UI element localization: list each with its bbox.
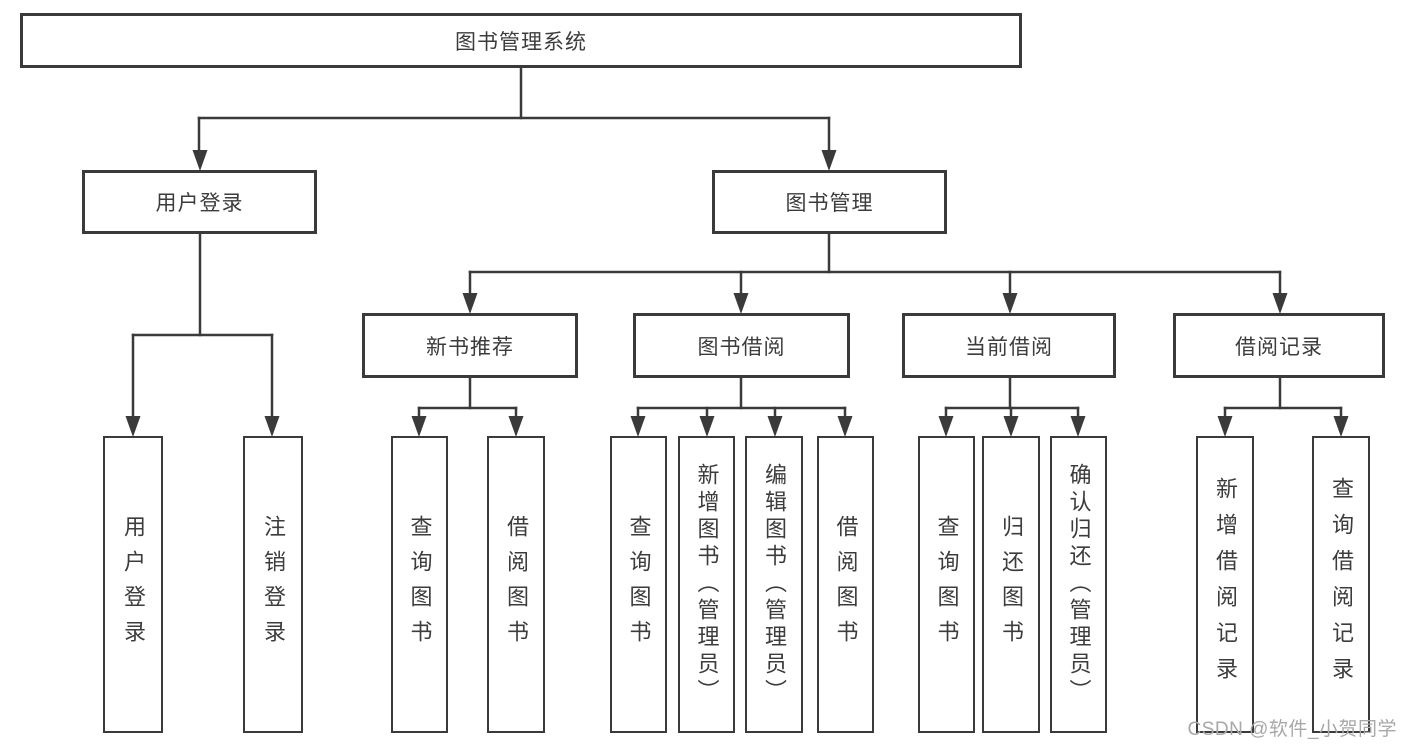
leaf-borrow-borrow-book-label: 借阅图书 [833,514,859,655]
leaf-user-login: 用户登录 [103,436,163,733]
leaf-current-confirm-return-admin: 确认归还（管理员） [1050,436,1107,733]
node-root: 图书管理系统 [20,13,1022,68]
leaf-recommend-borrow-book-label: 借阅图书 [504,514,529,655]
leaf-current-return-book: 归还图书 [982,436,1040,733]
leaf-borrow-edit-book-admin: 编辑图书（管理员） [745,436,803,733]
leaf-borrow-edit-book-admin-label: 编辑图书（管理员） [762,463,787,706]
leaf-recommend-query-book-label: 查询图书 [407,514,433,655]
leaf-borrow-add-book-admin-label: 新增图书（管理员） [694,463,720,706]
leaf-borrow-add-book-admin: 新增图书（管理员） [678,436,735,733]
leaf-records-query-record: 查询借阅记录 [1312,436,1370,733]
node-borrow-records: 借阅记录 [1173,313,1385,378]
leaf-records-add-record: 新增借阅记录 [1196,436,1254,733]
leaf-recommend-borrow-book: 借阅图书 [487,436,545,733]
leaf-borrow-query-book-label: 查询图书 [626,514,652,655]
node-root-label: 图书管理系统 [455,30,587,54]
leaf-current-query-book-label: 查询图书 [934,514,960,655]
leaf-logout-label: 注销登录 [261,514,286,655]
leaf-logout: 注销登录 [243,436,303,733]
node-new-book-recommend: 新书推荐 [362,313,578,378]
leaf-records-query-record-label: 查询借阅记录 [1329,476,1354,693]
node-book-management-label: 图书管理 [785,192,874,215]
leaf-records-add-record-label: 新增借阅记录 [1213,476,1238,693]
node-borrow-records-label: 借阅记录 [1235,335,1323,359]
leaf-borrow-borrow-book: 借阅图书 [817,436,874,733]
node-user-login-label: 用户登录 [155,192,244,215]
leaf-current-confirm-return-admin-label: 确认归还（管理员） [1066,463,1092,706]
leaf-borrow-query-book: 查询图书 [610,436,667,733]
node-user-login: 用户登录 [82,170,317,234]
node-new-book-recommend-label: 新书推荐 [426,335,514,359]
node-current-borrow-label: 当前借阅 [965,335,1053,359]
leaf-recommend-query-book: 查询图书 [391,436,448,733]
leaf-current-return-book-label: 归还图书 [999,514,1024,655]
leaf-user-login-label: 用户登录 [121,514,146,655]
arrowheads [125,150,1349,437]
node-book-management: 图书管理 [712,170,947,234]
node-current-borrow: 当前借阅 [902,313,1116,378]
leaf-current-query-book: 查询图书 [918,436,975,733]
csdn-watermark: CSDN @软件_小贺同学 [1187,719,1397,740]
node-book-borrow-label: 图书借阅 [697,335,786,359]
node-book-borrow: 图书借阅 [633,313,850,378]
